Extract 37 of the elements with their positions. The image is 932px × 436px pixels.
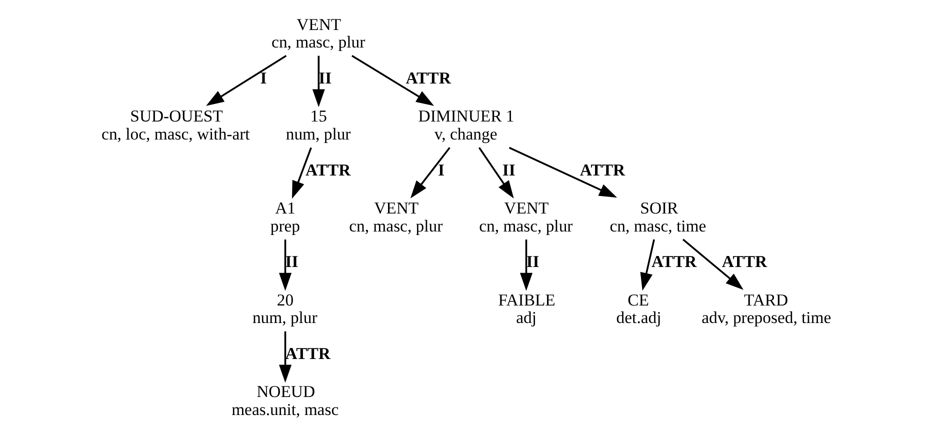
edge-label: ATTR [285,344,330,364]
arrow [292,147,312,199]
arrow [682,238,744,290]
arrow [279,331,292,383]
node-text: VENT cn, masc, plur [479,198,573,236]
node-text: 20 num, plur [252,290,318,328]
arrow [279,240,292,291]
node-text: TARD adv, preposed, time [702,290,832,328]
arrow [520,240,533,291]
edge-label: ATTR [406,68,451,88]
arrow [508,146,618,198]
edge-label: II [285,252,298,272]
edge-label: ATTR [722,252,768,272]
edge-label: II [502,160,516,180]
node-text: VENT cn, masc, plur [272,14,366,52]
node-text: SOIR cn, masc, time [610,198,706,236]
node-text: A1 prep [270,198,300,236]
arrow [640,239,655,291]
node-text: CE det.adj [616,290,662,328]
arrow [206,55,287,106]
arrow [410,147,450,198]
node-text: FAIBLE adj [498,290,556,328]
node-text: DIMINUER 1 v, change [418,106,514,144]
arrow [312,56,325,108]
arrow [352,55,434,106]
edge-label: ATTR [306,160,351,180]
edge-label: ATTR [652,252,697,272]
edge-label: II [526,252,540,272]
node-text: 15 num, plur [286,106,351,144]
node-text: SUD-OUEST cn, loc, masc, with-art [102,106,250,144]
arrow [478,147,514,199]
edge-label: ATTR [580,160,626,180]
node-text: NOEUD meas.unit, masc [232,382,339,420]
edge-label: I [438,160,444,180]
edge-label: I [260,68,267,88]
edge-label: II [318,68,332,88]
node-text: VENT cn, masc, plur [349,198,443,236]
